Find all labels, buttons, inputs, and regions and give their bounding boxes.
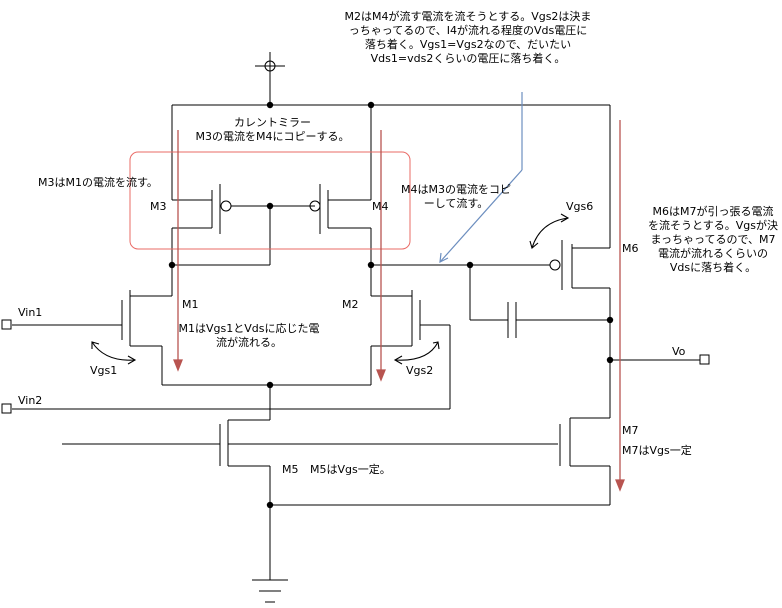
annotation-pointer <box>439 92 523 264</box>
m6-label: M6 <box>622 242 639 255</box>
m6-note: M6はM7が引っ張る電流を流そうとする。Vgsが決まっちゃってるので、M7電流が… <box>648 205 778 274</box>
m4-label: M4 <box>372 200 389 213</box>
circuit-wires <box>12 52 700 603</box>
vo-label: Vo <box>672 345 686 358</box>
m5-label: M5 <box>282 463 299 476</box>
vgs2-label: Vgs2 <box>406 364 434 377</box>
current-mirror-desc: M3の電流をM4にコピーする。 <box>195 130 350 143</box>
m5-note: M5はVgs一定。 <box>310 463 391 476</box>
port-terminals <box>1 319 710 414</box>
vin1-label: Vin1 <box>18 306 43 319</box>
current-mirror-highlight <box>129 151 411 250</box>
current-arrows <box>173 120 625 492</box>
junction-dots <box>168 101 614 509</box>
m2-note: M2はM4が流す電流を流そうとする。Vgs2は決まっちゃってるので、I4が流れる… <box>344 10 592 65</box>
m3-note: M3はM1の電流を流す。 <box>38 176 158 189</box>
m3-label: M3 <box>150 200 167 213</box>
m2-label: M2 <box>342 298 359 311</box>
vin2-terminal <box>1 403 12 414</box>
vo-terminal <box>699 354 710 365</box>
current-mirror-title: カレントミラー <box>234 116 311 129</box>
m1-note: M1はVgs1とVdsに応じた電流が流れる。 <box>178 322 320 349</box>
vin2-label: Vin2 <box>18 394 43 407</box>
vin1-terminal <box>1 319 12 330</box>
m7-label: M7 <box>622 424 639 437</box>
m1-label: M1 <box>182 298 199 311</box>
m7-note: M7はVgs一定 <box>622 444 692 457</box>
vgs1-label: Vgs1 <box>90 364 118 377</box>
m4-note: M4はM3の電流をコピーして流す。 <box>401 183 511 210</box>
vgs6-label: Vgs6 <box>566 200 594 213</box>
vgs-arrows <box>91 213 570 365</box>
